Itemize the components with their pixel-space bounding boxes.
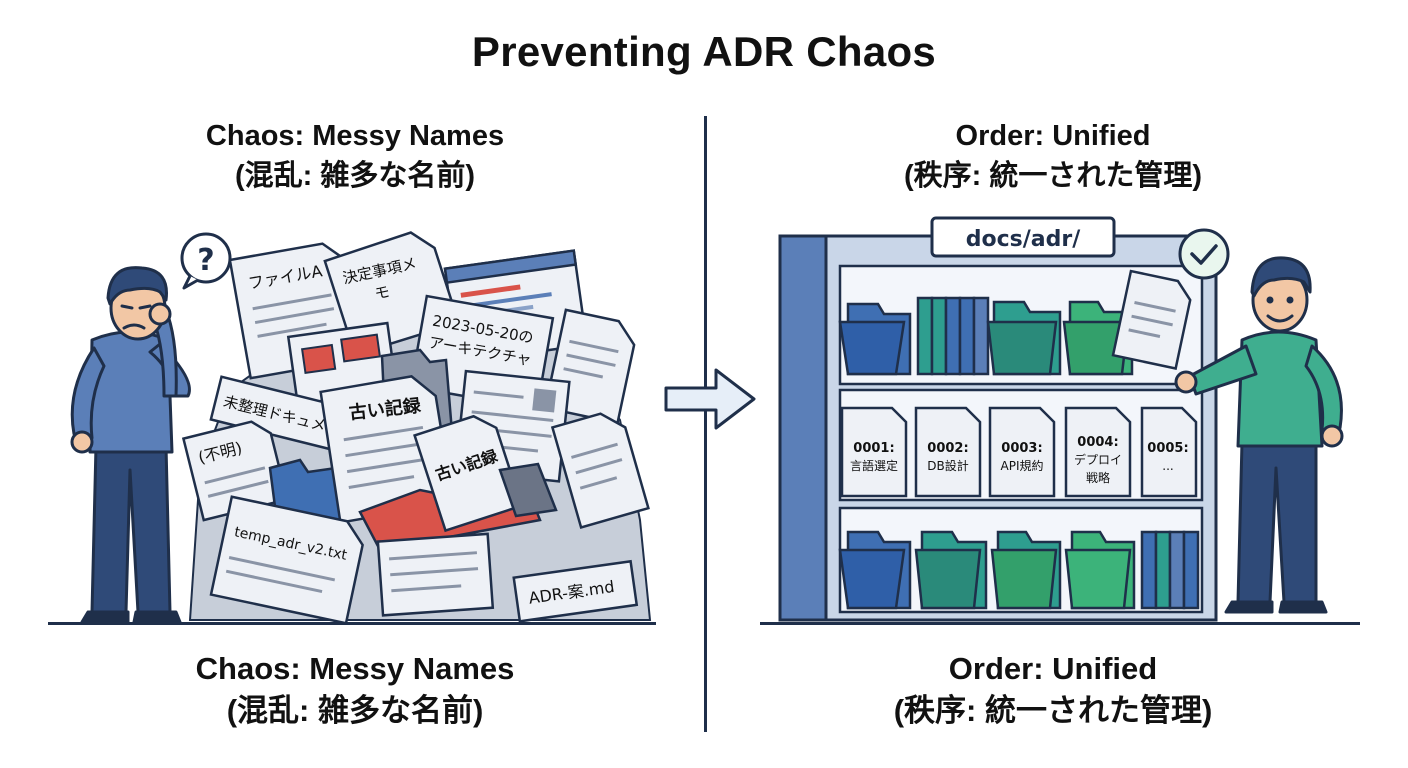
satisfied-person-figure xyxy=(1174,256,1344,614)
doc-old-record-1: 古い記録 xyxy=(319,375,455,525)
adr-record-0004: 0004: デプロイ 戦略 xyxy=(1064,406,1132,498)
order-illustration: docs/adr/ 0001: 言語選定 0002: DB設計 0003: AP… xyxy=(778,216,1344,622)
order-heading-ja: (秩序: 統一された管理) xyxy=(903,160,1203,192)
grey-card xyxy=(498,462,558,518)
adr-record-0004-number: 0004: xyxy=(1077,435,1118,450)
adr-record-0004-name: デプロイ xyxy=(1074,452,1122,467)
adr-record-0005: 0005: ... xyxy=(1140,406,1198,498)
doc-label-memo-2: モ xyxy=(373,282,391,303)
held-document xyxy=(1111,269,1192,370)
order-footer-en: Order: Unified xyxy=(948,651,1158,686)
order-footer-ja: (秩序: 統一された管理) xyxy=(893,693,1213,728)
adr-record-0005-number: 0005: xyxy=(1147,441,1188,456)
chaos-heading-en: Chaos: Messy Names xyxy=(205,120,505,152)
adr-record-0005-name: ... xyxy=(1162,459,1173,473)
doc-plain-right-2 xyxy=(550,412,650,529)
adr-record-0001-name: 言語選定 xyxy=(850,458,898,473)
order-heading-en: Order: Unified xyxy=(955,120,1151,152)
chaos-footer-en: Chaos: Messy Names xyxy=(195,651,515,686)
question-mark: ? xyxy=(197,243,214,278)
adr-record-0002-number: 0002: xyxy=(927,441,968,456)
bottom-shelf-items xyxy=(838,530,1200,610)
center-divider xyxy=(704,116,707,732)
adr-record-0002: 0002: DB設計 xyxy=(914,406,982,498)
folder-label-tab: docs/adr/ xyxy=(930,216,1116,258)
confused-person-figure xyxy=(70,266,191,624)
right-ground-line xyxy=(760,622,1360,625)
chaos-heading: Chaos: Messy Names (混乱: 雑多な名前) xyxy=(100,116,610,196)
folder-label: docs/adr/ xyxy=(966,227,1081,252)
adr-record-0001: 0001: 言語選定 xyxy=(840,406,908,498)
adr-record-row: 0001: 言語選定 0002: DB設計 0003: API規約 0004: … xyxy=(840,406,1198,498)
left-ground-line xyxy=(48,622,656,625)
adr-record-0004-name-2: 戦略 xyxy=(1086,470,1110,485)
adr-record-0003-name: API規約 xyxy=(1001,458,1044,473)
chaos-footer: Chaos: Messy Names (混乱: 雑多な名前) xyxy=(100,648,610,732)
doc-old-record-2: 古い記録 xyxy=(413,414,524,533)
doc-temp-file: temp_adr_v2.txt xyxy=(209,495,364,625)
page-title: Preventing ADR Chaos xyxy=(471,28,937,75)
order-footer: Order: Unified (秩序: 統一された管理) xyxy=(800,648,1306,732)
question-bubble: ? xyxy=(180,232,232,290)
chaos-heading-ja: (混乱: 雑多な名前) xyxy=(234,160,476,192)
doc-adr-draft: ADR-案.md xyxy=(512,559,639,623)
doc-unknown: (不明) xyxy=(181,420,289,522)
adr-record-0003: 0003: API規約 xyxy=(988,406,1056,498)
top-shelf-items xyxy=(838,296,1134,376)
chaos-footer-ja: (混乱: 雑多な名前) xyxy=(226,693,484,728)
adr-record-0001-number: 0001: xyxy=(853,441,894,456)
adr-record-0003-number: 0003: xyxy=(1001,441,1042,456)
transition-arrow-icon xyxy=(664,368,756,430)
chaos-illustration: ? ファイルA 決定事項メ モ 2023-05-20の アーキテクチャ xyxy=(70,231,652,625)
check-bubble xyxy=(1178,228,1230,280)
order-heading: Order: Unified (秩序: 統一された管理) xyxy=(800,116,1306,196)
doc-plain-bottom xyxy=(376,532,495,617)
adr-record-0002-name: DB設計 xyxy=(927,458,968,473)
